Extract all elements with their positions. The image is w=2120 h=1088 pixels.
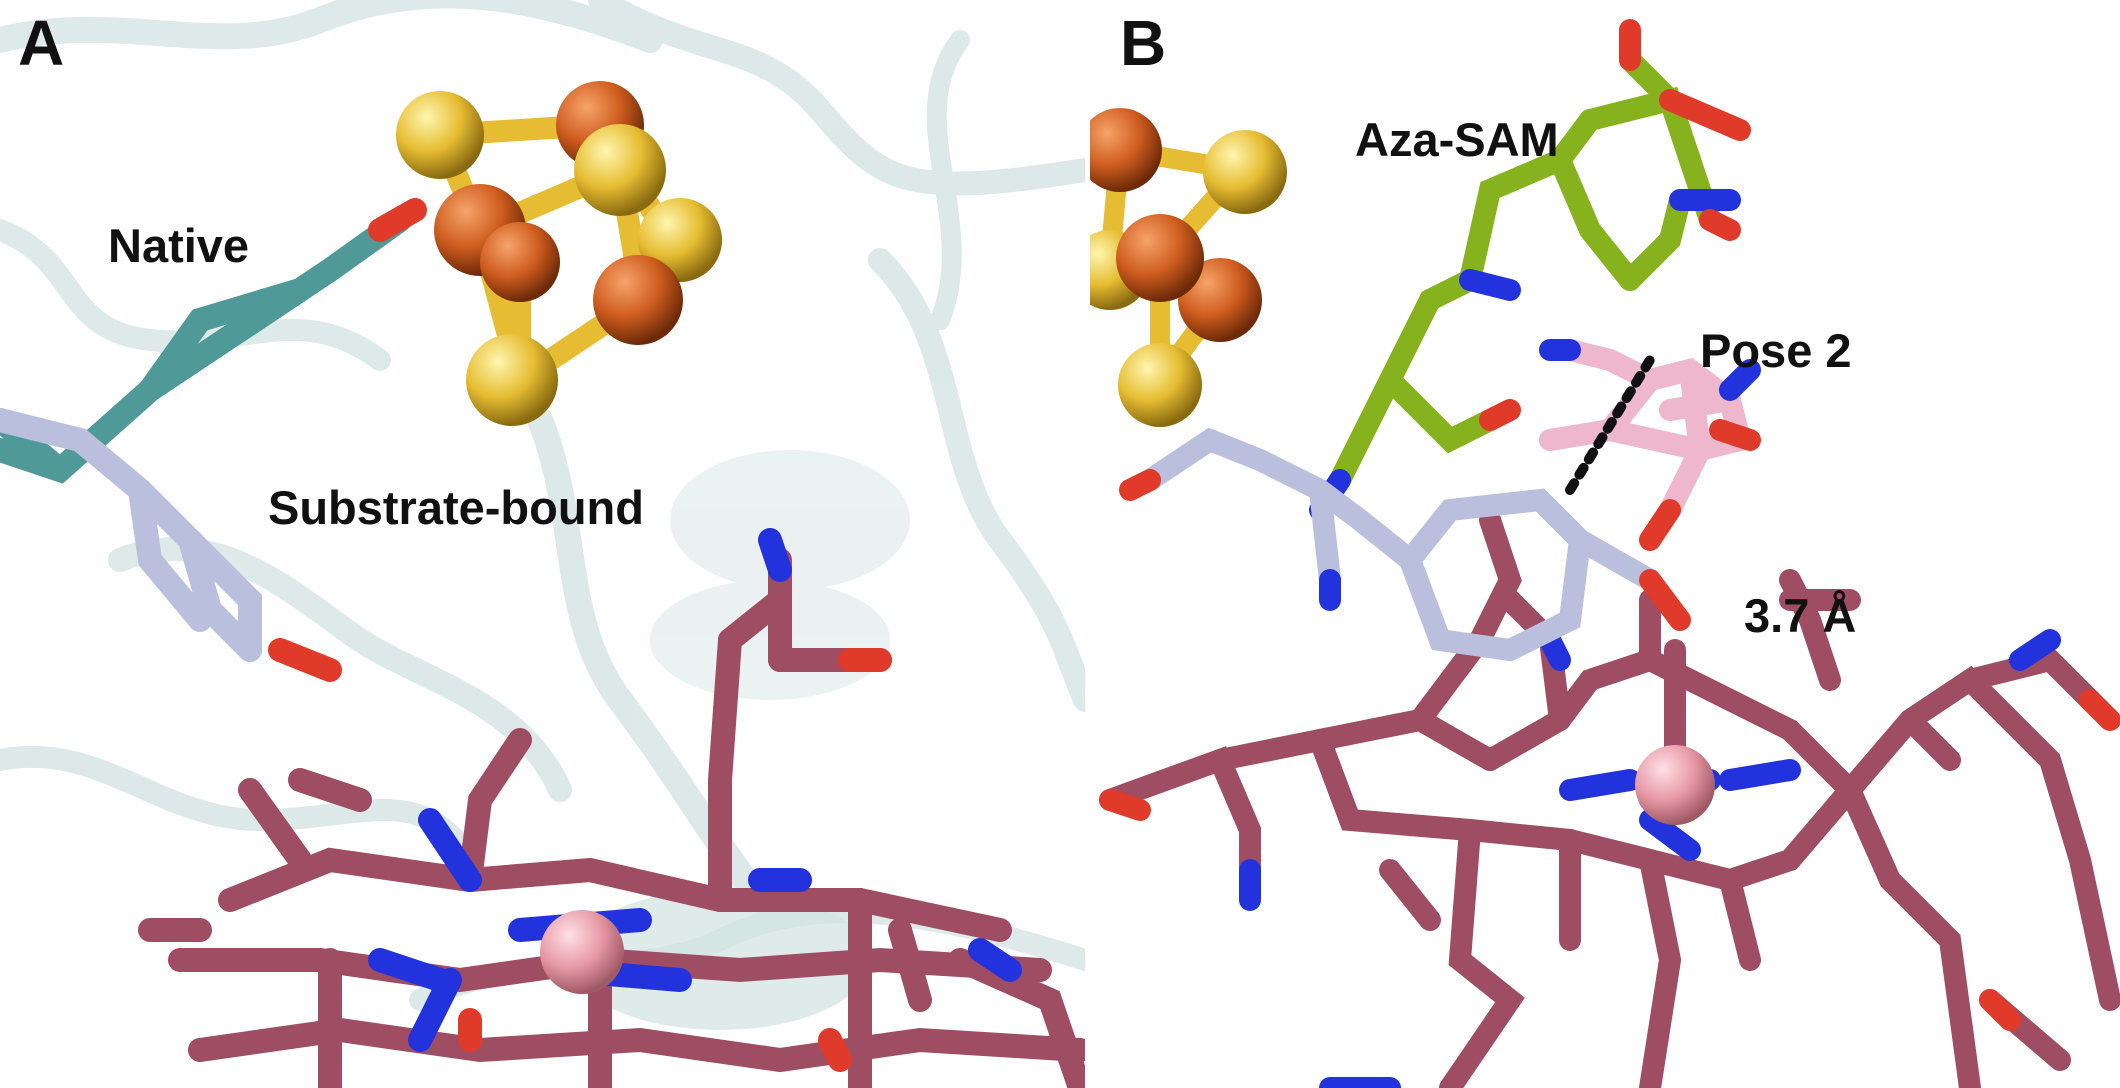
cluster-iron-atom [1116,214,1204,302]
aza-sam-label: Aza-SAM [1355,113,1559,166]
panel-letter-b: B [1120,7,1167,79]
native-oxygen-bond [368,198,427,242]
heme-iron-atom [540,910,624,994]
substrate-residue [0,408,262,662]
cluster-iron-atom [593,255,683,345]
substrate-bound-label: Substrate-bound [268,481,644,534]
native-label: Native [108,219,250,272]
heme-oxygen-bonds [458,648,892,1072]
panel-a: A Native Substrate-bound [0,0,1085,1088]
cluster-sulfur-atom [396,91,484,179]
cluster-sulfur-atom [574,124,666,216]
substrate-residue [1139,427,1661,662]
cluster-sulfur-atom [466,334,558,426]
cluster-iron-atom [1178,258,1262,342]
cluster-iron-atom [1090,108,1162,192]
substrate-oxygen-bonds [1119,469,1691,631]
cluster-iron-atom [480,222,560,302]
heme-oxygen-bonds [1099,689,2120,1031]
cluster-sulfur-atom [1118,343,1202,427]
panel-divider [1085,0,1090,1088]
iron-sulfur-cluster [396,81,722,426]
panel-b-structure-render [1090,19,2120,1088]
pose-2-nitrogen-bonds [1539,339,1761,401]
cluster-sulfur-atom [1203,130,1287,214]
heme-iron-atom [1635,745,1715,825]
aza-sam-oxygen-bonds [1479,19,1751,431]
pose-2-oxygen-bonds [1639,419,1761,551]
native-residue [0,208,412,484]
panel-b: B Aza-SAM Pose 2 3.7 Å [1090,0,2120,1088]
heme-nitrogen-bonds [1239,629,2061,1088]
panel-a-structure-render [0,0,1085,1088]
heme-cofactor [1099,509,2120,1088]
pose-2-label: Pose 2 [1700,324,1852,377]
distance-label: 3.7 Å [1744,589,1857,642]
distance-dashed-line [1565,355,1655,495]
iron-sulfur-cluster [1090,108,1287,427]
substrate-oxygen-bond [268,638,342,682]
panel-letter-a: A [18,7,65,79]
